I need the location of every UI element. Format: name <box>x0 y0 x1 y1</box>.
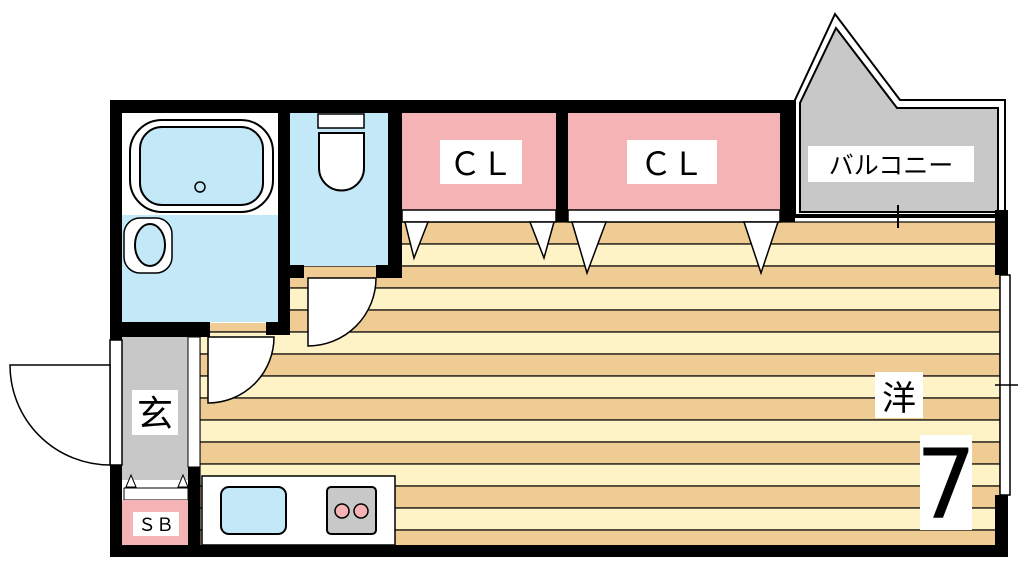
drain-icon <box>194 181 206 193</box>
closet-2-doors[interactable] <box>567 209 781 223</box>
floor-stripe <box>199 419 1001 443</box>
balcony-floor <box>799 26 999 213</box>
western-room-label-bg <box>875 372 923 418</box>
closet-1-label: ＣＬ <box>449 145 513 183</box>
entrance-label: 玄 <box>137 394 173 435</box>
front-door[interactable] <box>9 364 111 466</box>
sink <box>220 486 287 535</box>
western-room-label: 洋 <box>882 379 916 419</box>
bathtub-basin <box>139 126 264 206</box>
shoebox-door-swing <box>125 473 137 488</box>
washbasin-bowl <box>134 223 166 267</box>
closet-2-label-bg <box>627 140 717 184</box>
toilet-icon <box>318 132 365 192</box>
closet-1-label-bg <box>440 140 522 184</box>
front-door-frame <box>109 339 123 466</box>
room-size-bg <box>920 435 972 530</box>
toilet-tank <box>317 113 365 129</box>
floor-stripe <box>199 441 1001 465</box>
balcony-label: バルコニー <box>829 151 954 180</box>
entrance-step <box>187 336 201 468</box>
stove <box>326 486 377 535</box>
burner-icon <box>353 503 369 519</box>
shoebox-label: ＳＢ <box>138 515 174 536</box>
closet-1-doors[interactable] <box>401 209 557 223</box>
balcony-label-bg <box>808 146 974 182</box>
shoebox-door-swing <box>177 473 189 488</box>
closet-door-swings <box>404 221 780 276</box>
bathroom-door[interactable] <box>207 336 275 404</box>
toilet-door[interactable] <box>307 277 377 347</box>
western-room-size: 7 <box>915 429 976 541</box>
shoebox-doors[interactable] <box>123 487 189 501</box>
walls <box>110 100 1008 557</box>
closet-2-label: ＣＬ <box>640 145 704 183</box>
shoebox-label-bg <box>133 512 179 536</box>
entrance-label-bg <box>132 390 178 435</box>
burner-icon <box>334 503 350 519</box>
